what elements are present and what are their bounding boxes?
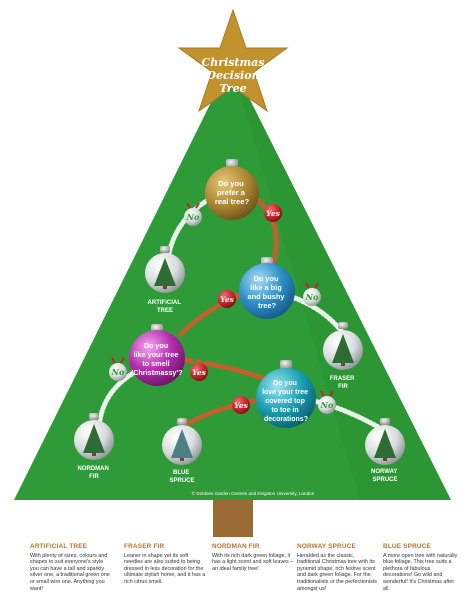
result-fraser-fir: FRASER FIR (323, 322, 363, 390)
norway-label-2: SPRUCE (372, 477, 397, 483)
q1-line-1: Do you (218, 179, 244, 188)
q2-line-1: Do you (253, 274, 279, 283)
garland-q1-yes (255, 197, 279, 271)
fir-icon (332, 334, 354, 363)
q4-line-1: Do you (273, 380, 297, 387)
desc-heading: BLUE SPRUCE (383, 543, 432, 550)
desc-text: Heralded as the classic, traditional Chr… (297, 552, 377, 592)
fir-icon (171, 429, 193, 458)
fir-icon (374, 429, 396, 458)
q4-line-2: love your tree (262, 389, 308, 396)
yes-label-q4: Yes (234, 401, 248, 410)
svg-text:FRASER FIR: FRASER FIR (330, 376, 356, 390)
fraser-label-2: FIR (338, 384, 348, 390)
desc-text: With its rich dark green foliage, it has… (212, 552, 294, 572)
svg-text:Do you like your tree: Do you like your tree to smell 'Christma… (132, 341, 183, 377)
artificial-label-2: TREE (157, 308, 173, 314)
question-2-bauble: Do you like a big and bushy tree? (239, 257, 295, 319)
q1-line-2: prefer a (217, 188, 246, 197)
no-label-q1: No (186, 212, 200, 222)
garland-q4-no (307, 397, 383, 431)
svg-text:Do you prefer a re: Do you prefer a real tree? (215, 179, 250, 206)
q4-line-3: covered top (265, 398, 305, 405)
q3-line-1: Do you (144, 341, 168, 350)
result-artificial-tree: ARTIFICIAL TREE (145, 246, 185, 314)
desc-text: With plenty of sizes, colours and shapes… (30, 552, 110, 592)
svg-text:NORWAY SPRUCE: NORWAY SPRUCE (371, 469, 399, 483)
yes-label-q3: Yes (192, 368, 206, 377)
desc-norway-spruce: NORWAY SPRUCE Heralded as the classic, t… (297, 543, 379, 592)
desc-artificial-tree: ARTIFICIAL TREE With plenty of sizes, co… (30, 543, 112, 592)
desc-heading: ARTIFICIAL TREE (30, 543, 88, 550)
svg-text:BLUE SPRUCE: BLUE SPRUCE (169, 470, 194, 484)
answer-yes-q3: Yes (190, 357, 208, 381)
q2-line-3: and bushy (247, 292, 285, 301)
answer-no-q2: No (303, 282, 321, 306)
q3-line-4: 'Christmassy'? (132, 368, 183, 377)
desc-text: A more open tree with naturally blue fol… (383, 552, 458, 592)
no-label-q2: No (305, 292, 319, 302)
question-3-bauble: Do you like your tree to smell 'Christma… (129, 324, 185, 386)
q4-line-4: to toe in (271, 407, 298, 414)
q3-line-2: like your tree (134, 350, 179, 359)
desc-text: Leaner in shape yet its soft needles are… (124, 552, 206, 585)
fir-icon (154, 258, 176, 286)
norway-label-1: NORWAY (371, 469, 397, 475)
answer-yes-q2: Yes (218, 284, 236, 308)
q3-line-3: to smell (142, 359, 169, 368)
no-label-q4: No (320, 400, 334, 410)
answer-no-q4: No (318, 390, 336, 414)
title-line-2: Decision (205, 69, 259, 82)
garland-q3-no (97, 369, 138, 423)
svg-text:NORDMAN FIR: NORDMAN FIR (77, 466, 110, 480)
q1-line-3: real tree? (215, 197, 250, 206)
result-norway-spruce: NORWAY SPRUCE (365, 418, 405, 483)
answer-yes-q1: Yes (264, 198, 282, 222)
nordman-label-2: FIR (89, 474, 99, 480)
garland-q4-yes (182, 397, 261, 428)
result-blue-spruce: BLUE SPRUCE (162, 418, 202, 484)
answer-no-q3: No (109, 357, 127, 381)
title-line-3: Tree (219, 82, 246, 95)
title-line-1: Christmas (202, 56, 265, 69)
svg-text:ARTIFICIAL TREE: ARTIFICIAL TREE (148, 300, 183, 314)
star-topper (177, 8, 289, 113)
desc-nordman-fir: NORDMAN FIR With its rich dark green fol… (212, 543, 294, 572)
blue-label-1: BLUE (173, 470, 189, 476)
artificial-label-1: ARTIFICIAL (148, 300, 182, 306)
desc-heading: NORWAY SPRUCE (297, 543, 356, 550)
blue-label-2: SPRUCE (169, 478, 194, 484)
desc-heading: FRASER FIR (124, 543, 165, 550)
nordman-label-1: NORDMAN (77, 466, 108, 472)
q4-line-5: decorations? (264, 416, 308, 423)
svg-text:Do you love your tree: Do you love your tree covered top to toe… (262, 380, 310, 423)
tree-trunk (213, 500, 253, 537)
answer-no-q1: No (184, 202, 202, 226)
desc-heading: NORDMAN FIR (212, 543, 260, 550)
answer-yes-q4: Yes (232, 390, 250, 414)
credit-line: © Dobbies Garden Centres and Kingston Un… (192, 490, 315, 496)
q2-line-4: tree? (258, 301, 277, 310)
question-1-bauble: Do you prefer a real tree? (205, 159, 259, 220)
desc-blue-spruce: BLUE SPRUCE A more open tree with natura… (383, 543, 461, 592)
q2-line-2: like a big (250, 283, 282, 292)
result-nordman-fir: NORDMAN FIR (74, 413, 114, 480)
yes-label-q2: Yes (220, 295, 234, 304)
no-label-q3: No (111, 367, 125, 377)
yes-label-q1: Yes (266, 209, 280, 218)
fir-icon (83, 424, 105, 453)
tree-highlight (231, 62, 451, 500)
desc-fraser-fir: FRASER FIR Leaner in shape yet its soft … (124, 543, 206, 586)
fraser-label-1: FRASER (330, 376, 355, 382)
svg-text:Do you like a big: Do you like a big and bushy tree? (247, 274, 286, 310)
question-4-bauble: Do you love your tree covered top to toe… (256, 360, 316, 428)
